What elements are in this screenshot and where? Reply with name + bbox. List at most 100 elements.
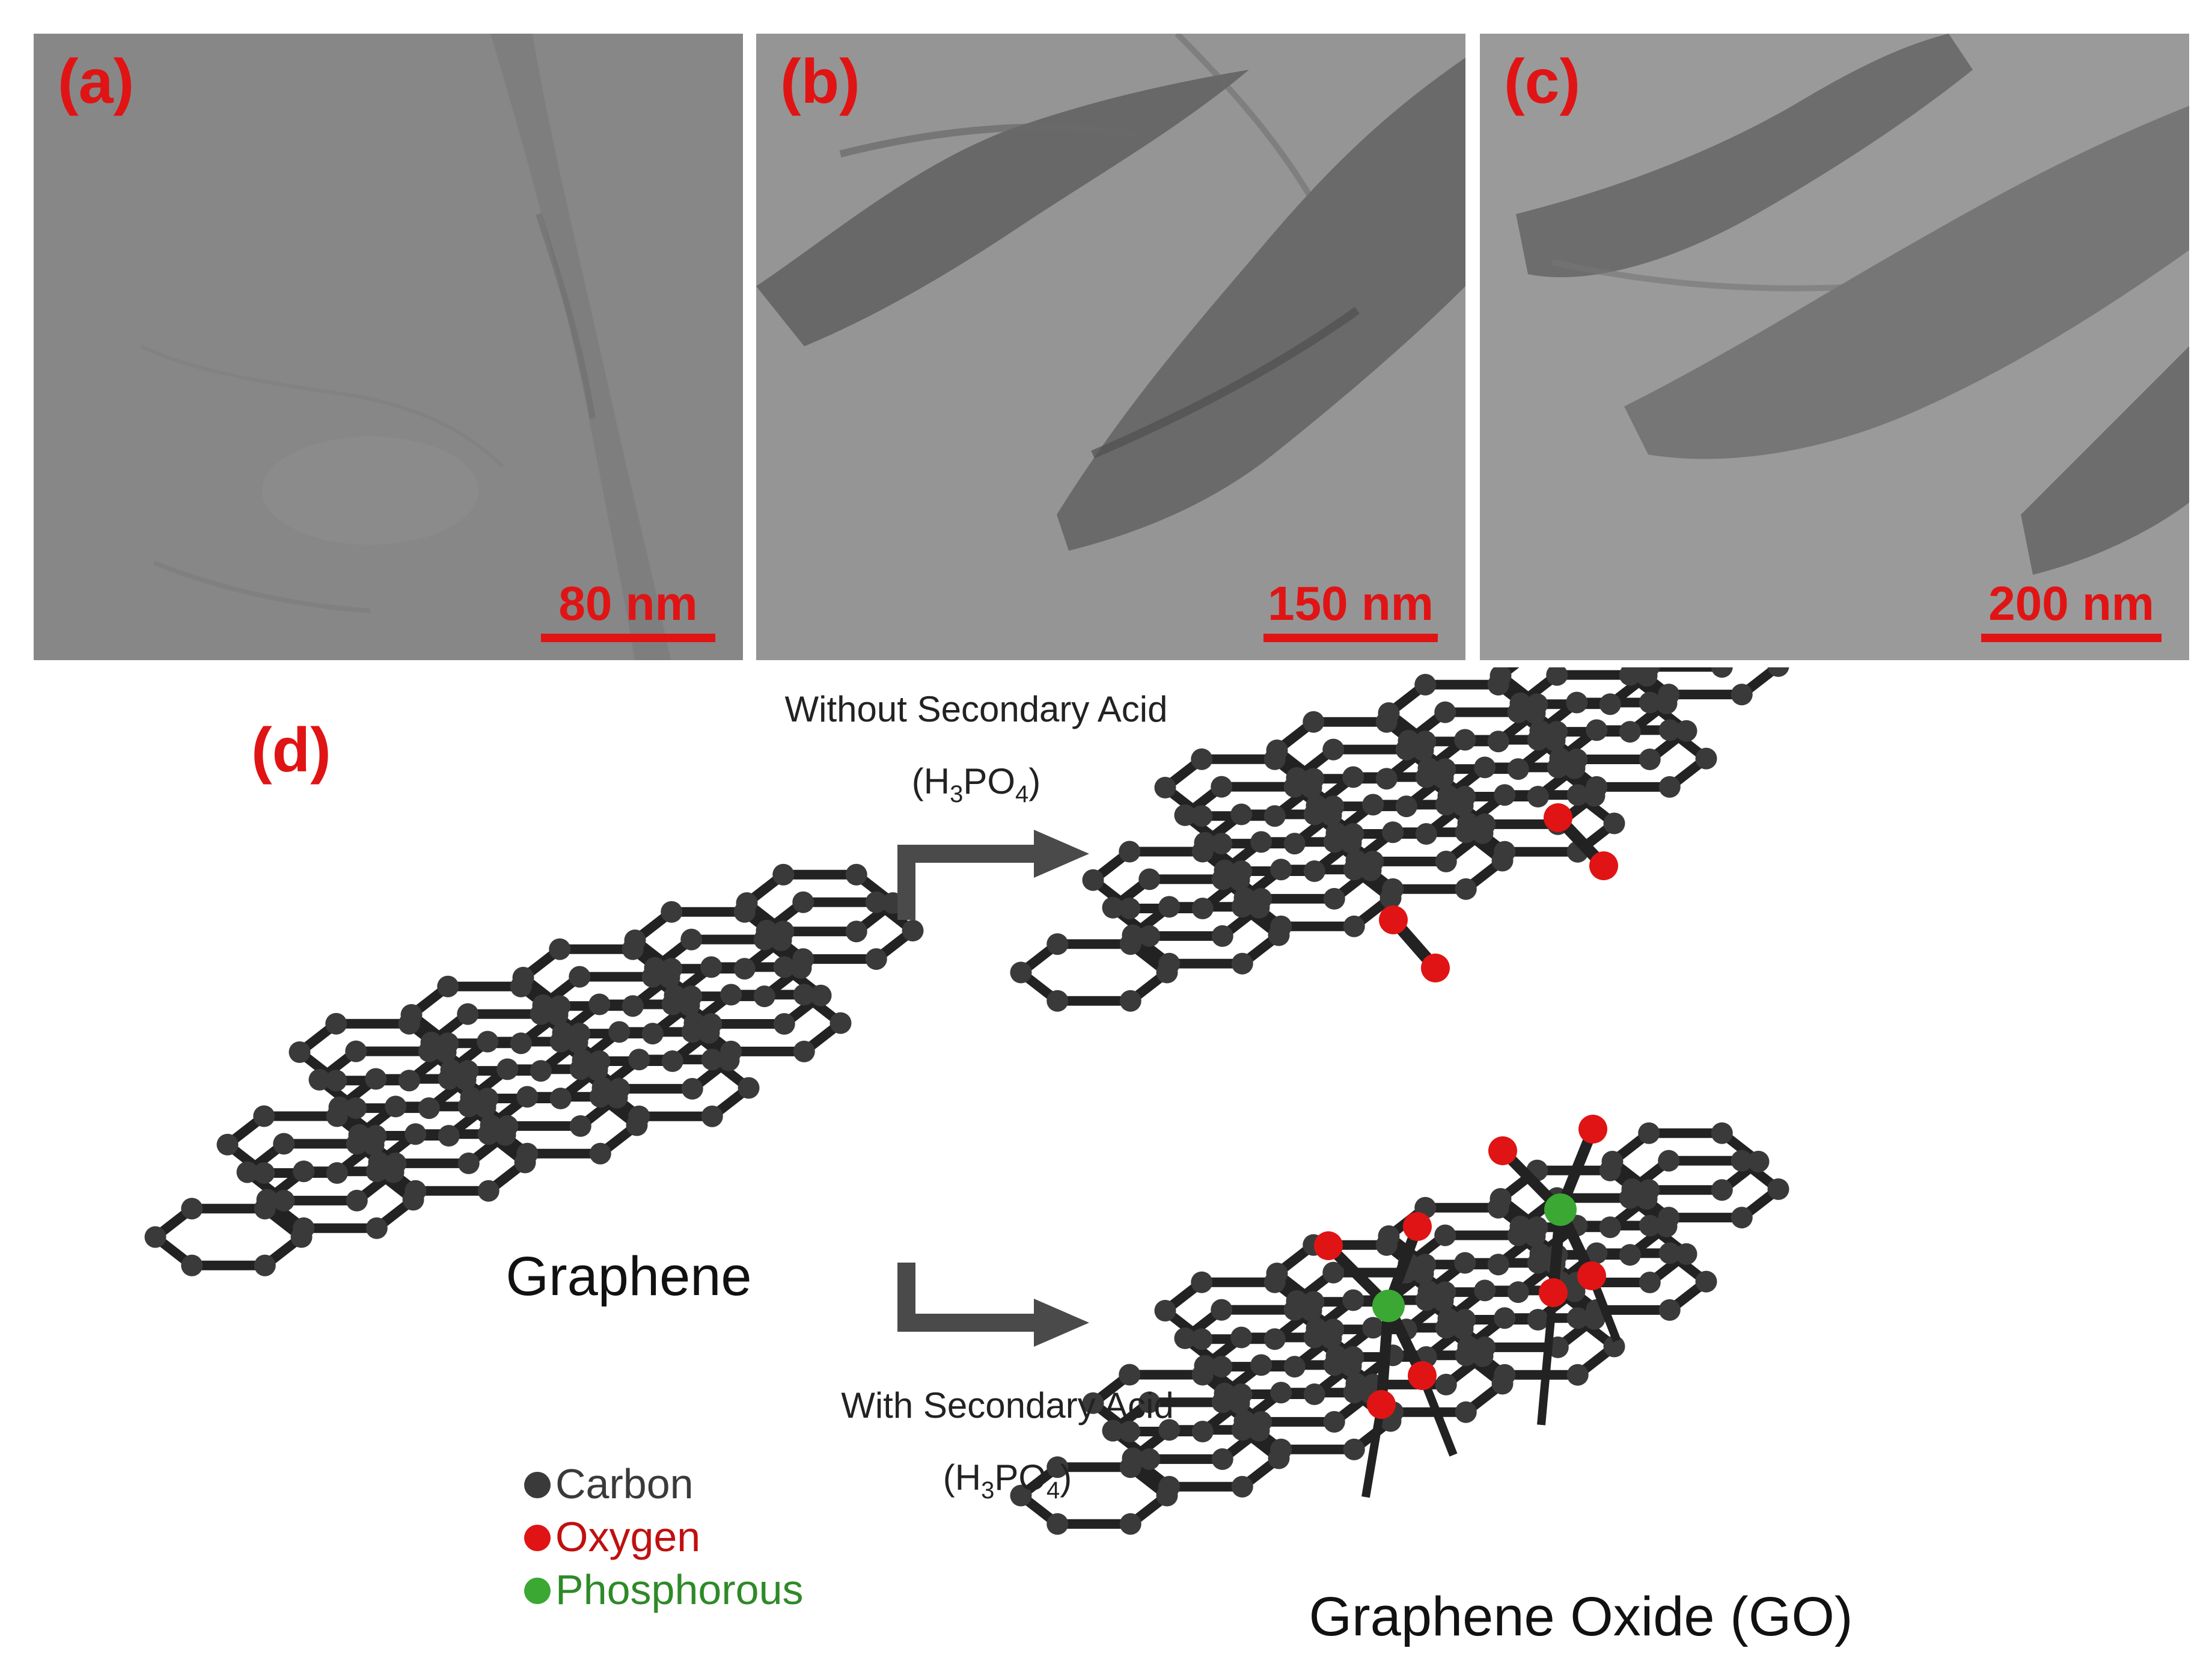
carbon-atom — [1211, 1448, 1233, 1470]
carbon-atom — [591, 1077, 614, 1099]
carbon-atom — [1325, 1345, 1348, 1367]
carbon-atom — [644, 957, 666, 979]
carbon-atom — [1711, 667, 1733, 678]
carbon-atom — [1122, 924, 1144, 946]
carbon-atom — [1322, 795, 1345, 818]
carbon-atom — [325, 1012, 347, 1035]
go-sheet-top — [1010, 667, 1789, 1012]
carbon-atom — [608, 1077, 631, 1100]
oxygen-atom — [1544, 803, 1572, 832]
carbon-atom — [1323, 1410, 1345, 1433]
carbon-atom — [440, 1059, 462, 1081]
carbon-atom — [549, 995, 571, 1017]
carbon-atom — [680, 928, 703, 951]
carbon-atom — [661, 1050, 683, 1073]
carbon-atom — [1601, 1151, 1624, 1172]
carbon-atom — [1526, 693, 1548, 715]
carbon-atom — [608, 1021, 631, 1043]
top-oxygen-groups — [1379, 803, 1618, 982]
carbon-atom — [1711, 1179, 1733, 1201]
oxygen-atom — [1488, 1136, 1517, 1165]
carbon-atom — [1138, 1391, 1161, 1414]
oxygen-atom — [1367, 1390, 1396, 1419]
carbon-atom — [365, 1217, 388, 1239]
scale-line-c — [1981, 634, 2162, 642]
carbon-atom — [641, 1023, 664, 1045]
carbon-atom — [1507, 758, 1529, 780]
carbon-atom — [460, 1086, 482, 1109]
carbon-atom — [549, 1088, 572, 1110]
carbon-atom — [1566, 749, 1588, 771]
scale-text-c: 200 nm — [1988, 577, 2154, 630]
carbon-atom — [588, 1050, 611, 1073]
carbon-atom — [1455, 878, 1477, 900]
carbon-atom — [845, 920, 867, 943]
carbon-atom — [683, 1012, 706, 1034]
carbon-atom — [181, 1198, 203, 1220]
carbon-atom — [144, 1226, 167, 1248]
carbon-atom — [664, 984, 686, 1006]
carbon-atom — [1362, 850, 1384, 872]
carbon-atom — [385, 1152, 407, 1174]
carbon-atom — [1599, 1216, 1621, 1239]
carbon-atom — [1082, 869, 1104, 891]
oxygen-atom — [1577, 1261, 1606, 1290]
carbon-atom — [437, 975, 459, 997]
panel-label-c: (c) — [1504, 47, 1581, 117]
carbon-atom — [1214, 1382, 1236, 1404]
carbon-atom — [1494, 1364, 1516, 1386]
phosphorous-atom — [1544, 1193, 1577, 1226]
formula-prefix: (H — [943, 1457, 981, 1498]
carbon-atom — [326, 1162, 348, 1184]
carbon-atom — [1102, 896, 1124, 919]
carbon-atom — [1119, 898, 1141, 920]
carbon-atom — [1566, 691, 1588, 714]
carbon-atom — [254, 1254, 276, 1276]
carbon-atom — [1010, 1484, 1032, 1507]
carbon-atom — [1529, 1243, 1551, 1265]
carbon-atom — [1046, 1513, 1069, 1535]
carbon-atom — [1434, 701, 1456, 723]
carbon-atom — [1474, 1279, 1496, 1302]
carbon-ring — [150, 1204, 307, 1270]
carbon-atom — [1414, 730, 1437, 753]
carbon-atom — [1474, 756, 1496, 779]
carbon-atom — [348, 1124, 370, 1146]
carbon-atom — [701, 1049, 723, 1071]
carbon-atom — [1230, 803, 1253, 825]
carbon-atom — [1658, 684, 1680, 706]
carbon-atom — [1526, 1216, 1548, 1239]
carbon-atom — [1599, 693, 1621, 715]
carbon-atom — [772, 920, 795, 943]
carbon-atom — [1494, 841, 1516, 863]
carbon-atom — [1231, 952, 1253, 975]
carbon-atom — [1270, 859, 1292, 881]
carbon-atom — [1434, 1224, 1456, 1246]
legend-phosphorous-marker — [524, 1578, 551, 1604]
carbon-atom — [1286, 1290, 1308, 1312]
carbon-atom — [532, 994, 554, 1016]
carbon-atom — [1509, 1215, 1532, 1237]
panel-label-a: (a) — [58, 47, 135, 117]
legend-oxygen-label: Oxygen — [555, 1513, 700, 1560]
carbon-atom — [236, 1161, 258, 1183]
carbon-atom — [1731, 684, 1753, 706]
carbon-atom — [810, 984, 832, 1006]
carbon-atom — [733, 958, 756, 980]
carbon-atom — [1638, 667, 1660, 678]
carbon-atom — [1230, 860, 1253, 883]
carbon-atom — [1375, 768, 1398, 790]
carbon-atom — [1306, 794, 1328, 816]
arrow-down-right-icon — [897, 1263, 1089, 1347]
carbon-atom — [1214, 859, 1236, 881]
carbon-atom — [1711, 1122, 1733, 1144]
carbon-atom — [1362, 794, 1384, 816]
carbon-atom — [405, 1180, 427, 1202]
carbon-atom — [1487, 1254, 1509, 1276]
carbon-atom — [1250, 831, 1273, 853]
carbon-atom — [293, 1160, 315, 1183]
carbon-atom — [1343, 915, 1365, 937]
carbon-atom — [1119, 1513, 1141, 1535]
carbon-atom — [661, 958, 683, 980]
oxygen-atom — [1539, 1278, 1568, 1307]
